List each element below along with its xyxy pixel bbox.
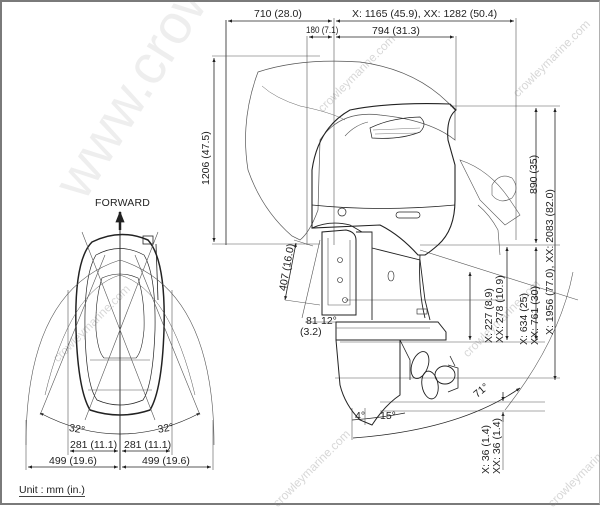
- dim-skeg-xx: XX: 36 (1.4): [491, 417, 503, 474]
- dim-bracket-thickness: 81: [306, 315, 318, 327]
- dim-transom-to-rear: 794 (31.3): [372, 25, 420, 37]
- dim-skeg-x: X: 36 (1.4): [480, 424, 492, 474]
- angle-bracket: 12°: [321, 315, 337, 327]
- angle-trim-in: 4°: [355, 410, 366, 422]
- dim-plate-depth-xx: XX: 278 (10.9): [494, 275, 506, 343]
- dim-top-to-transom: 890 (35): [528, 154, 540, 194]
- angle-steer-right: 32°: [156, 421, 175, 436]
- dim-clamp-offset: 180 (7.1): [306, 25, 339, 36]
- dim-half-width-right: 281 (11.1): [124, 439, 172, 451]
- dim-overall-front: 710 (28.0): [254, 8, 302, 20]
- dim-swing-left: 499 (19.6): [49, 455, 97, 467]
- dim-bracket-thickness-in: (3.2): [300, 326, 322, 338]
- unit-label: Unit : mm (in.): [19, 484, 85, 497]
- dim-overall-rear: X: 1165 (45.9), XX: 1282 (50.4): [352, 8, 498, 20]
- forward-label: FORWARD: [95, 197, 151, 209]
- angle-trim-range: 15°: [380, 410, 396, 422]
- dim-swing-right: 499 (19.6): [142, 455, 190, 467]
- dim-transom-height-x: X: 634 (25): [518, 293, 530, 345]
- dim-overall-height: X: 1956 (77.0), XX: 2083 (82.0): [544, 189, 556, 335]
- dim-transom-height-xx: XX: 761 (30): [529, 286, 541, 345]
- dim-half-width-left: 281 (11.1): [70, 439, 118, 451]
- dim-plate-depth-x: X: 227 (8.9): [483, 288, 495, 343]
- angle-steer-left: 32°: [68, 422, 86, 437]
- dim-tilt-height: 1206 (47.5): [200, 131, 212, 185]
